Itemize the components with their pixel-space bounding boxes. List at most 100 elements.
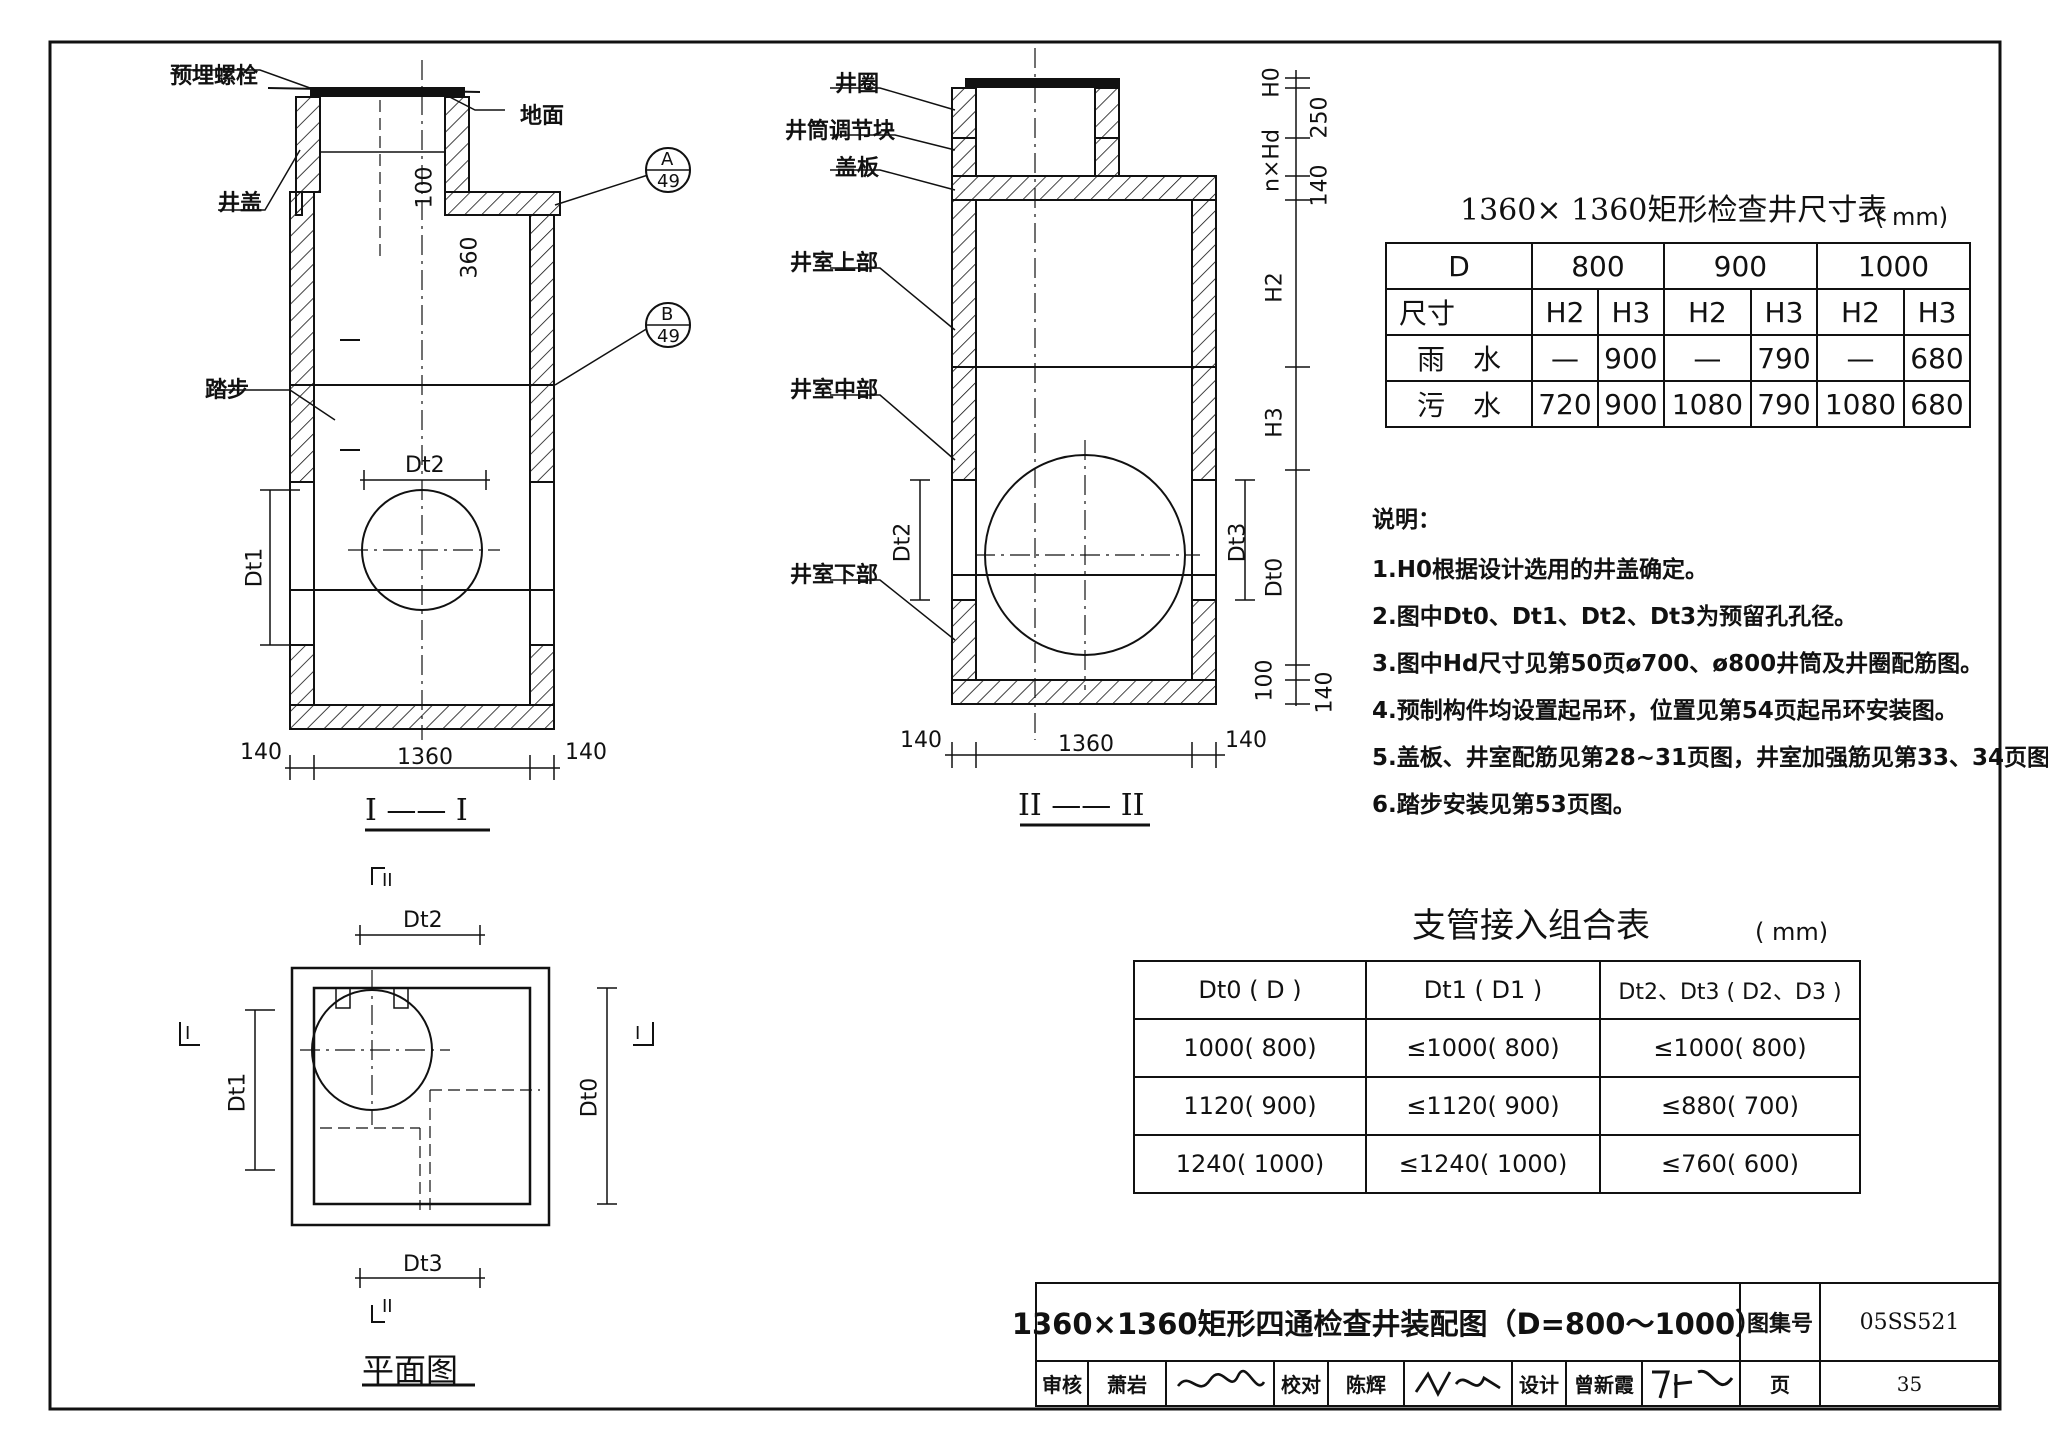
size-table-unit: ( mm): [1875, 203, 1949, 231]
size-table-header-800: 800: [1531, 242, 1665, 290]
table-row: 污 水 720 900 1080 790 1080 680: [1385, 380, 1971, 428]
title-block: 1360×1360矩形四通检查井装配图（D=800～1000） 图集号 05SS…: [1012, 1282, 2000, 1409]
size-table-header-d: D: [1385, 242, 1533, 290]
branch-table-cell: ≤760( 600): [1599, 1134, 1861, 1194]
branch-table-cell: 1000( 800): [1133, 1018, 1367, 1078]
size-table: D 800 900 1000 尺寸 H2 H3 H2 H3 H2 H3 雨 水 …: [1385, 242, 1972, 428]
dim-right-140-s2: 140: [1225, 728, 1267, 753]
embedded-bolt-label: 预埋螺栓: [170, 64, 259, 89]
size-table-cell: 1080: [1662, 380, 1752, 428]
note-item: 3.图中Hd尺寸见第50页ø700、ø800井筒及井圈配筋图。: [1372, 651, 1984, 677]
dim-140-top: 140: [1307, 164, 1333, 207]
dim-100: 100: [412, 166, 438, 209]
size-table-cell: 900: [1596, 380, 1665, 428]
branch-table-cell: 1120( 900): [1133, 1076, 1367, 1136]
dim-dt2-s2: Dt2: [890, 522, 916, 563]
page-label: 页: [1739, 1360, 1821, 1407]
size-table-cell: —: [1531, 334, 1599, 382]
size-table-header-1000: 1000: [1815, 242, 1972, 290]
ground-label: 地面: [520, 104, 565, 129]
branch-table-cell: ≤1000( 800): [1599, 1018, 1861, 1078]
checker-signature: [1403, 1360, 1513, 1407]
reviewer-signature: [1165, 1360, 1275, 1407]
dim-250: 250: [1307, 96, 1333, 139]
detail-a-page: 49: [657, 171, 680, 192]
branch-table-unit: ( mm): [1755, 918, 1829, 946]
designer-signature: [1641, 1360, 1741, 1407]
plan-mark-i-right: I: [635, 1023, 641, 1044]
size-table-cell: 790: [1749, 380, 1818, 428]
size-table-cell: 680: [1903, 334, 1971, 382]
size-table-cell: 1080: [1815, 380, 1906, 428]
size-table-cell: —: [1815, 334, 1906, 382]
reviewer-name: 萧岩: [1087, 1360, 1167, 1407]
dim-nhd: n×Hd: [1259, 129, 1285, 192]
check-label: 校对: [1273, 1360, 1329, 1407]
size-table-cell: —: [1662, 334, 1752, 382]
sheet-border: [48, 40, 2002, 1411]
detail-b-page: 49: [657, 326, 680, 347]
drawing-title: 1360×1360矩形四通检查井装配图（D=800～1000）: [1012, 1282, 1764, 1362]
plan-drawing: [179, 867, 654, 1387]
dim-360: 360: [457, 236, 483, 279]
signature-image: [1176, 1369, 1266, 1387]
dim-100-bottom: 100: [1252, 659, 1278, 702]
size-table-cell: H3: [1596, 288, 1665, 336]
dim-1360-s2: 1360: [1058, 732, 1114, 757]
size-table-cell: H2: [1662, 288, 1752, 336]
middle-chamber-label: 井室中部: [790, 378, 879, 403]
plan-mark-ii-top: II: [382, 870, 393, 891]
plan-mark-i-left: I: [185, 1023, 191, 1044]
section-1-title: I —— I: [365, 793, 468, 828]
review-label: 审核: [1035, 1360, 1089, 1407]
section-2-drawing: [830, 48, 1310, 827]
detail-a-letter: A: [661, 149, 674, 170]
note-item: 5.盖板、井室配筋见第28~31页图，井室加强筋见第33、34页图。: [1372, 745, 2048, 771]
plan-dt2-label: Dt2: [403, 908, 443, 933]
size-table-header-900: 900: [1662, 242, 1818, 290]
size-table-cell: H3: [1903, 288, 1971, 336]
dim-h2: H2: [1262, 272, 1288, 303]
cover-label: 井盖: [218, 191, 263, 216]
table-row: 雨 水 — 900 — 790 — 680: [1385, 334, 1971, 382]
dim-h3: H3: [1262, 407, 1288, 438]
size-table-cell: 雨 水: [1385, 334, 1533, 382]
dim-left-140-s2: 140: [900, 728, 942, 753]
note-item: 4.预制构件均设置起吊环，位置见第54页起吊环安装图。: [1372, 698, 1958, 724]
branch-table-header: Dt0 ( D ): [1133, 960, 1367, 1020]
branch-table: Dt0 ( D ) Dt1 ( D1 ) Dt2、Dt3 ( D2、D3 ) 1…: [1133, 960, 1861, 1194]
step-label: 踏步: [205, 378, 250, 403]
checker-name: 陈辉: [1327, 1360, 1405, 1407]
branch-table-cell: ≤1000( 800): [1365, 1018, 1601, 1078]
size-table-title: 1360× 1360矩形检查井尺寸表: [1460, 193, 1888, 228]
plan-title: 平面图: [362, 1351, 459, 1389]
adjust-block-label: 井筒调节块: [785, 119, 896, 144]
note-item: 2.图中Dt0、Dt1、Dt2、Dt3为预留孔孔径。: [1372, 604, 1858, 630]
table-row: 1120( 900) ≤1120( 900) ≤880( 700): [1133, 1076, 1861, 1136]
signature-image: [1652, 1369, 1734, 1398]
signature-image: [1414, 1370, 1501, 1397]
size-table-cell: 900: [1596, 334, 1665, 382]
detail-b-letter: B: [661, 304, 674, 325]
designer-name: 曾新霞: [1565, 1360, 1643, 1407]
section-1-drawing: [175, 60, 691, 832]
page-number: 35: [1819, 1360, 2000, 1407]
branch-table-header: Dt1 ( D1 ): [1365, 960, 1601, 1020]
size-table-cell: H2: [1815, 288, 1906, 336]
branch-table-cell: ≤1240( 1000): [1365, 1134, 1601, 1194]
dim-dt1-label: Dt1: [242, 547, 268, 588]
dim-1360: 1360: [397, 745, 453, 770]
dim-right-140: 140: [565, 740, 607, 765]
slab-label: 盖板: [835, 156, 880, 181]
branch-table-cell: ≤1120( 900): [1365, 1076, 1601, 1136]
plan-dt0-label: Dt0: [577, 1077, 603, 1118]
branch-table-title: 支管接入组合表: [1412, 906, 1650, 946]
dim-left-140: 140: [240, 740, 282, 765]
dim-h0: H0: [1259, 67, 1285, 98]
table-row: 1240( 1000) ≤1240( 1000) ≤760( 600): [1133, 1134, 1861, 1194]
branch-table-header: Dt2、Dt3 ( D2、D3 ): [1599, 960, 1861, 1020]
size-table-cell: 720: [1531, 380, 1599, 428]
note-item: 6.踏步安装见第53页图。: [1372, 792, 1636, 818]
table-row: 1000( 800) ≤1000( 800) ≤1000( 800): [1133, 1018, 1861, 1078]
